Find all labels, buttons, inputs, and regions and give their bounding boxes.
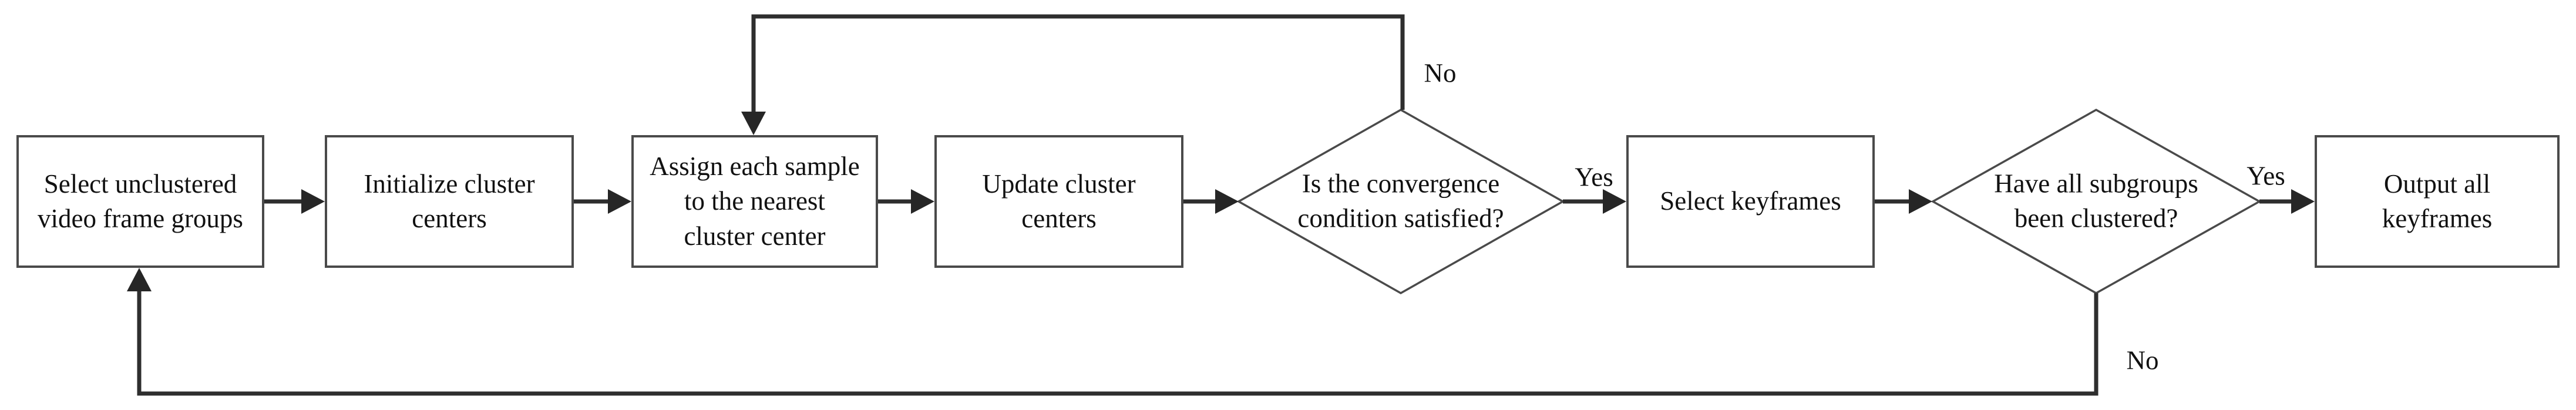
decision-label-convergence: Is the convergence condition satisfied? [1297, 169, 1504, 233]
arrowhead-up-icon [127, 268, 152, 291]
arrowhead-right-icon [608, 189, 631, 214]
edge-convergence-no-loop [751, 14, 1405, 113]
edge-subgroups-no-loop [137, 290, 2099, 396]
node-update-cluster-centers: Update cluster centers [934, 135, 1183, 268]
edge-label-subgroups-no: No [2126, 345, 2159, 375]
arrowhead-right-icon [2291, 189, 2315, 214]
arrowhead-down-icon [741, 112, 766, 135]
edge-label-convergence-yes: Yes [1575, 162, 1613, 192]
decision-label-subgroups: Have all subgroups been clustered? [1994, 169, 2198, 233]
arrowhead-right-icon [301, 189, 325, 214]
arrowhead-right-icon [1215, 189, 1239, 214]
node-select-unclustered-groups: Select unclustered video frame groups [16, 135, 264, 268]
node-select-keyframes: Select keyframes [1626, 135, 1875, 268]
arrowhead-right-icon [911, 189, 934, 214]
decision-diamond-convergence [1236, 108, 1565, 295]
node-assign-samples: Assign each sample to the nearest cluste… [631, 135, 878, 268]
node-output-all-keyframes: Output all keyframes [2315, 135, 2560, 268]
arrowhead-right-icon [1603, 189, 1626, 214]
arrowhead-right-icon [1909, 189, 1932, 214]
edge-label-convergence-no: No [1424, 58, 1457, 88]
node-initialize-cluster-centers: Initialize cluster centers [325, 135, 574, 268]
edge-label-subgroups-yes: Yes [2247, 161, 2285, 191]
